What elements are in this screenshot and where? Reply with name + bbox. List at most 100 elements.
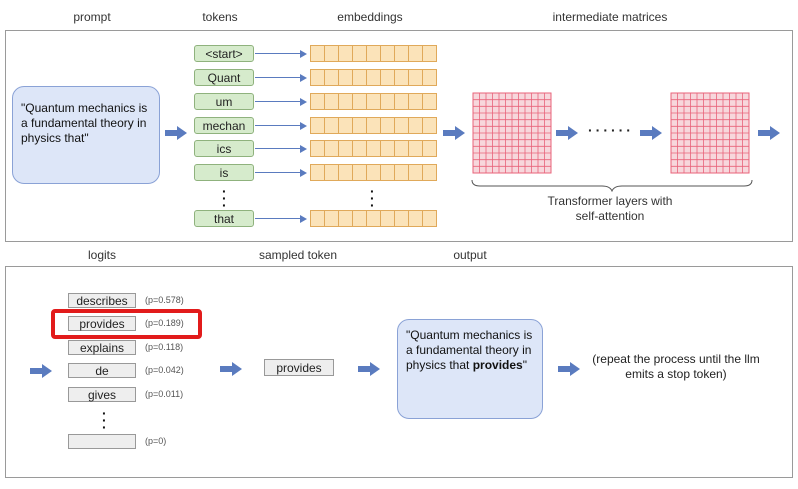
embedding-cell [310, 93, 325, 110]
embedding-cell [408, 93, 423, 110]
embedding-cell [352, 140, 367, 157]
output-box: "Quantum mechanics is a fundamental theo… [397, 319, 543, 419]
embedding-cell [380, 93, 395, 110]
token-item: um [194, 93, 254, 110]
arrowhead-icon [300, 50, 307, 58]
token-to-embedding-arrow [255, 125, 301, 126]
repeat-note: (repeat the process until the llm emits … [592, 352, 760, 381]
embedding-cell [394, 210, 409, 227]
logit-probability: (p=0.011) [145, 389, 184, 399]
embedding-cell [394, 164, 409, 181]
embedding-cell [408, 140, 423, 157]
embedding-cell [352, 210, 367, 227]
embedding-cell [338, 45, 353, 62]
embedding-cell [366, 69, 381, 86]
embedding-cell [324, 69, 339, 86]
arrow-matrix-1-icon [556, 126, 578, 140]
token-item: ics [194, 140, 254, 157]
token-item: <start> [194, 45, 254, 62]
embedding-cell [422, 93, 437, 110]
embedding-cell [338, 164, 353, 181]
embedding-cell [310, 164, 325, 181]
matrix-grid-first [472, 92, 552, 174]
token-item: is [194, 164, 254, 181]
embeddings-ellipsis: ··· [370, 183, 375, 213]
arrowhead-icon [300, 215, 307, 223]
embedding-cell [422, 140, 437, 157]
output-text: "Quantum mechanics is a fundamental theo… [406, 328, 533, 372]
embedding-vector [310, 164, 437, 181]
embedding-cell [394, 117, 409, 134]
logit-token: provides [68, 316, 136, 331]
embedding-cell [366, 117, 381, 134]
logit-probability: (p=0.578) [145, 295, 184, 305]
embedding-cell [324, 117, 339, 134]
embedding-cell [324, 45, 339, 62]
logit-token: gives [68, 387, 136, 402]
transformer-brace [471, 179, 753, 192]
embedding-cell [366, 45, 381, 62]
embedding-cell [366, 93, 381, 110]
embedding-cell [422, 45, 437, 62]
highlight-selected-logit [51, 309, 202, 339]
embedding-cell [380, 117, 395, 134]
embedding-cell [324, 210, 339, 227]
embedding-cell [352, 45, 367, 62]
header-output: output [453, 248, 487, 262]
logit-probability: (p=0.189) [145, 318, 184, 328]
embedding-cell [394, 93, 409, 110]
embedding-cell [408, 210, 423, 227]
token-to-embedding-arrow [255, 172, 301, 173]
token-item: Quant [194, 69, 254, 86]
embedding-cell [422, 164, 437, 181]
embedding-cell [324, 93, 339, 110]
embedding-cell [380, 164, 395, 181]
embedding-cell [380, 140, 395, 157]
embedding-cell [408, 117, 423, 134]
header-sampled: sampled token [258, 248, 338, 262]
arrow-into-logits-icon [30, 364, 52, 378]
logit-token: explains [68, 340, 136, 355]
embedding-cell [380, 69, 395, 86]
embedding-vector [310, 45, 437, 62]
arrow-logits-to-sampled-icon [220, 362, 242, 376]
token-item: mechan [194, 117, 254, 134]
embedding-cell [408, 164, 423, 181]
embedding-cell [338, 140, 353, 157]
embedding-cell [394, 69, 409, 86]
logit-probability: (p=0.042) [145, 365, 184, 375]
embedding-cell [310, 69, 325, 86]
embedding-cell [310, 117, 325, 134]
embedding-cell [366, 140, 381, 157]
logit-probability: (p=0) [145, 436, 167, 446]
arrow-output-to-note-icon [558, 362, 580, 376]
arrowhead-icon [300, 98, 307, 106]
embedding-cell [408, 45, 423, 62]
embedding-cell [338, 210, 353, 227]
output-text-close-quote: " [522, 358, 527, 372]
header-tokens: tokens [202, 10, 238, 24]
embedding-cell [422, 210, 437, 227]
header-intermediate: intermediate matrices [552, 10, 668, 24]
arrowhead-icon [300, 169, 307, 177]
embedding-cell [352, 164, 367, 181]
embedding-cell [422, 69, 437, 86]
embedding-cell [408, 69, 423, 86]
sampled-token: provides [264, 359, 334, 376]
matrix-ellipsis: ······ [588, 122, 634, 138]
logit-token: de [68, 363, 136, 378]
logit-token [68, 434, 136, 449]
arrow-to-logits-icon [758, 126, 780, 140]
embedding-cell [422, 117, 437, 134]
embedding-cell [352, 69, 367, 86]
arrow-prompt-to-tokens-icon [165, 126, 187, 140]
embedding-cell [366, 164, 381, 181]
header-embeddings: embeddings [337, 10, 403, 24]
token-to-embedding-arrow [255, 218, 301, 219]
logits-ellipsis: ··· [102, 405, 107, 435]
embedding-cell [352, 117, 367, 134]
embedding-vector [310, 93, 437, 110]
embedding-cell [310, 210, 325, 227]
token-to-embedding-arrow [255, 77, 301, 78]
embedding-cell [380, 45, 395, 62]
